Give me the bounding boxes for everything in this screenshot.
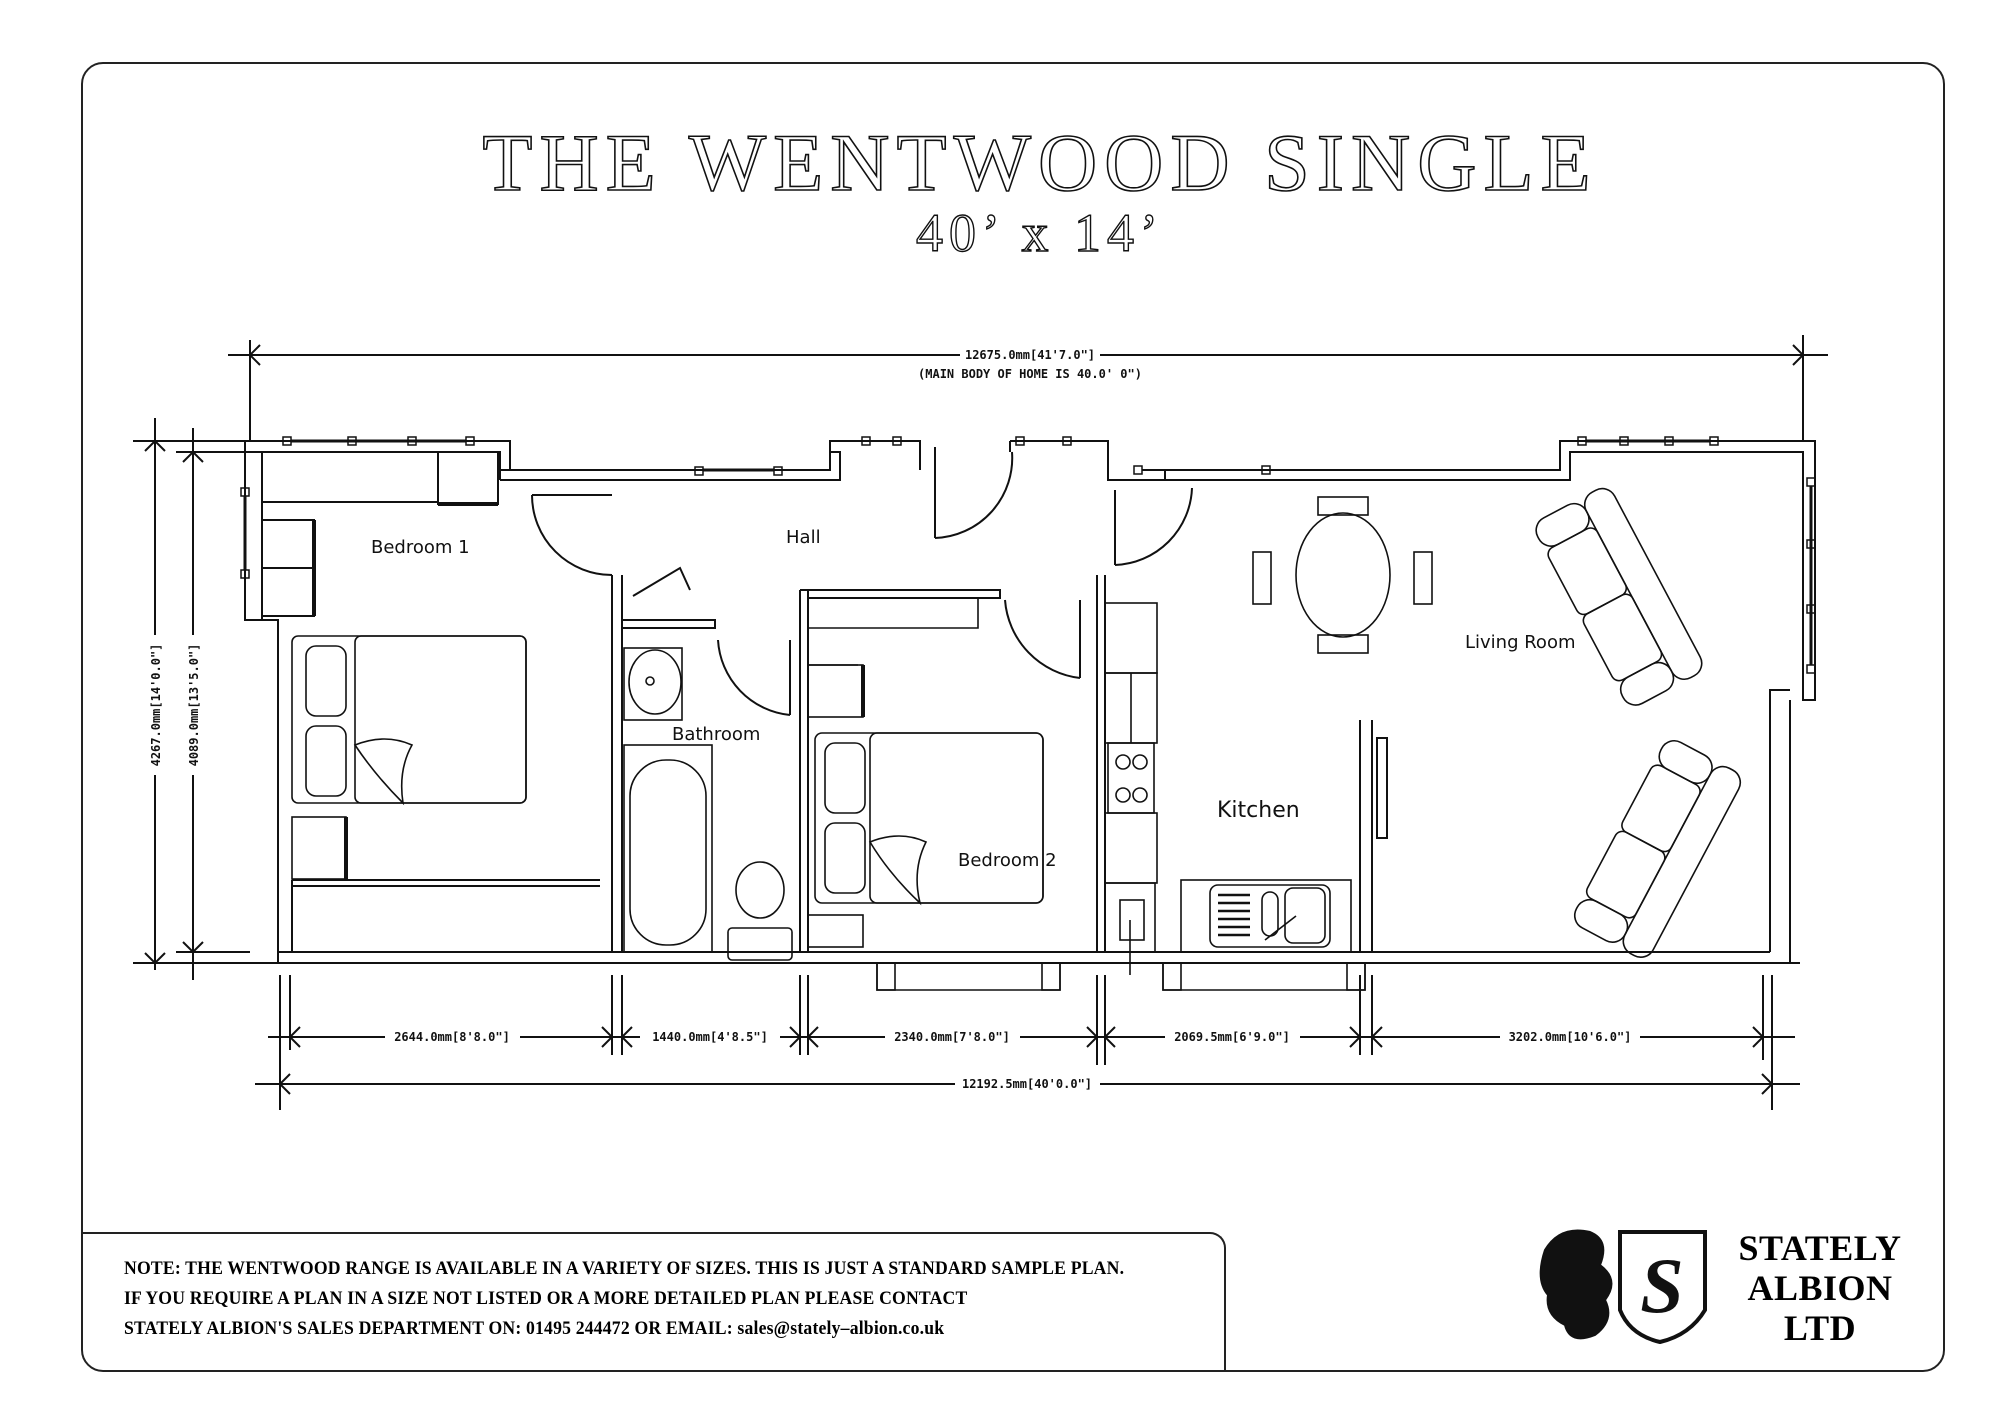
plan-size: 40’ x 14’ bbox=[915, 203, 1164, 263]
label-bedroom-1: Bedroom 1 bbox=[371, 537, 470, 558]
lion-icon bbox=[1539, 1229, 1613, 1340]
bedroom2-furniture bbox=[807, 598, 1044, 948]
top-dimension: 12675.0mm[41'7.0"] (MAIN BODY OF HOME IS… bbox=[228, 335, 1828, 440]
emblem-letter: S bbox=[1640, 1242, 1683, 1329]
dimension-bedroom2-width: 2340.0mm[7'8.0"] bbox=[894, 1030, 1010, 1044]
company-name-line1: STATELY bbox=[1738, 1228, 1902, 1268]
shield-icon bbox=[1618, 1230, 1707, 1345]
company-name-line3: LTD bbox=[1783, 1308, 1857, 1348]
note-line-1: NOTE: THE WENTWOOD RANGE IS AVAILABLE IN… bbox=[124, 1258, 1125, 1279]
doors bbox=[531, 447, 1193, 716]
dimension-bathroom-width: 1440.0mm[4'8.5"] bbox=[652, 1030, 768, 1044]
kitchen-units bbox=[1104, 602, 1352, 975]
label-bedroom-2: Bedroom 2 bbox=[958, 850, 1057, 871]
label-kitchen: Kitchen bbox=[1217, 798, 1300, 823]
dimension-kitchen-width: 2069.5mm[6'9.0"] bbox=[1174, 1030, 1290, 1044]
top-windows bbox=[240, 436, 1816, 674]
dining-table bbox=[1252, 496, 1433, 654]
label-living-room: Living Room bbox=[1465, 632, 1576, 653]
top-dimension-label: 12675.0mm[41'7.0"] bbox=[965, 348, 1095, 362]
company-emblem: S bbox=[1539, 1229, 1707, 1345]
label-hall: Hall bbox=[786, 527, 821, 548]
label-bathroom: Bathroom bbox=[672, 724, 760, 745]
company-name: STATELY ALBION LTD bbox=[1735, 1228, 1905, 1348]
bottom-windows bbox=[876, 962, 1366, 991]
bed-1 bbox=[291, 635, 527, 880]
note-line-3: STATELY ALBION'S SALES DEPARTMENT ON: 01… bbox=[124, 1318, 945, 1339]
left-inner-dimension: 4089.0mm[13'5.0"] bbox=[187, 644, 201, 767]
top-dimension-note: (MAIN BODY OF HOME IS 40.0' 0") bbox=[918, 367, 1142, 381]
dimension-living-width: 3202.0mm[10'6.0"] bbox=[1509, 1030, 1632, 1044]
note-box bbox=[81, 1232, 1226, 1372]
sofa-upper bbox=[1535, 487, 1703, 706]
note-line-2: IF YOU REQUIRE A PLAN IN A SIZE NOT LIST… bbox=[124, 1288, 968, 1309]
sofa-lower bbox=[1573, 739, 1742, 958]
plan-title: THE WENTWOOD SINGLE bbox=[482, 117, 1598, 208]
company-name-line2: ALBION bbox=[1747, 1268, 1893, 1308]
interior-walls bbox=[291, 575, 1388, 952]
left-outer-dimension: 4267.0mm[14'0.0"] bbox=[149, 644, 163, 767]
bottom-dimensions: 2644.0mm[8'8.0"] 1440.0mm[4'8.5"] 2340.0… bbox=[255, 975, 1800, 1110]
left-dimensions: 4267.0mm[14'0.0"] 4089.0mm[13'5.0"] bbox=[133, 418, 250, 980]
dimension-bedroom1-width: 2644.0mm[8'8.0"] bbox=[394, 1030, 510, 1044]
bathroom-fixtures bbox=[623, 647, 793, 961]
room-labels: Bedroom 1 Hall Bathroom Bedroom 2 Kitche… bbox=[371, 527, 1576, 871]
dimension-overall-bottom: 12192.5mm[40'0.0"] bbox=[962, 1077, 1092, 1091]
exterior-walls bbox=[133, 440, 1816, 964]
bedroom1-wardrobes bbox=[261, 451, 499, 620]
page-border bbox=[81, 62, 1945, 1372]
